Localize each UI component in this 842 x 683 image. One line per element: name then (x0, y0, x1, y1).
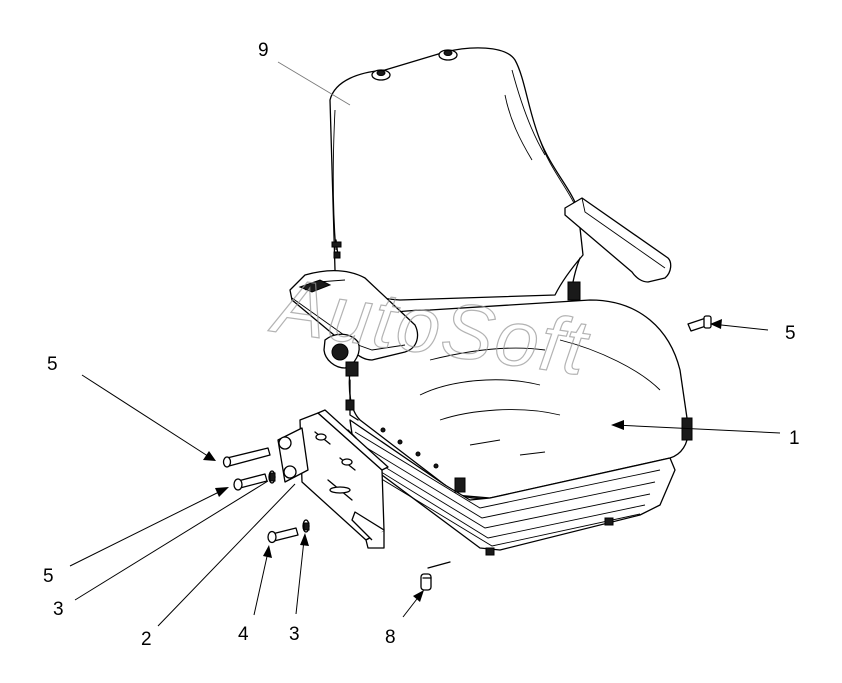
washer-3-upper (268, 470, 276, 484)
backrest-lever (331, 239, 342, 259)
bolt-5-upper-left (222, 447, 271, 468)
leader-lines (69, 61, 781, 627)
seat-backrest (329, 47, 584, 301)
callout-5-right: 5 (785, 323, 796, 344)
bolt-5-lower-left (233, 473, 268, 491)
mounting-bracket (277, 409, 389, 549)
callout-4: 4 (238, 624, 249, 645)
callout-8: 8 (385, 627, 396, 648)
suspension-base (349, 417, 693, 556)
left-armrest-console (289, 270, 419, 377)
bolt-4 (267, 527, 299, 544)
callout-3-left: 3 (53, 599, 64, 620)
seat-adjust-handle (345, 379, 359, 421)
headrest-nut-left (371, 69, 391, 81)
callout-5-upper-left: 5 (47, 354, 58, 375)
right-armrest (564, 197, 672, 301)
screw-8 (420, 561, 451, 591)
callout-2: 2 (141, 629, 152, 650)
callout-1: 1 (789, 428, 800, 449)
headrest-nut-right (438, 49, 458, 61)
callout-5-lower-left: 5 (43, 566, 54, 587)
bolt-5-right (687, 315, 712, 332)
washer-3-lower (302, 519, 310, 533)
callout-3-right: 3 (289, 624, 300, 645)
callout-9: 9 (258, 40, 269, 61)
